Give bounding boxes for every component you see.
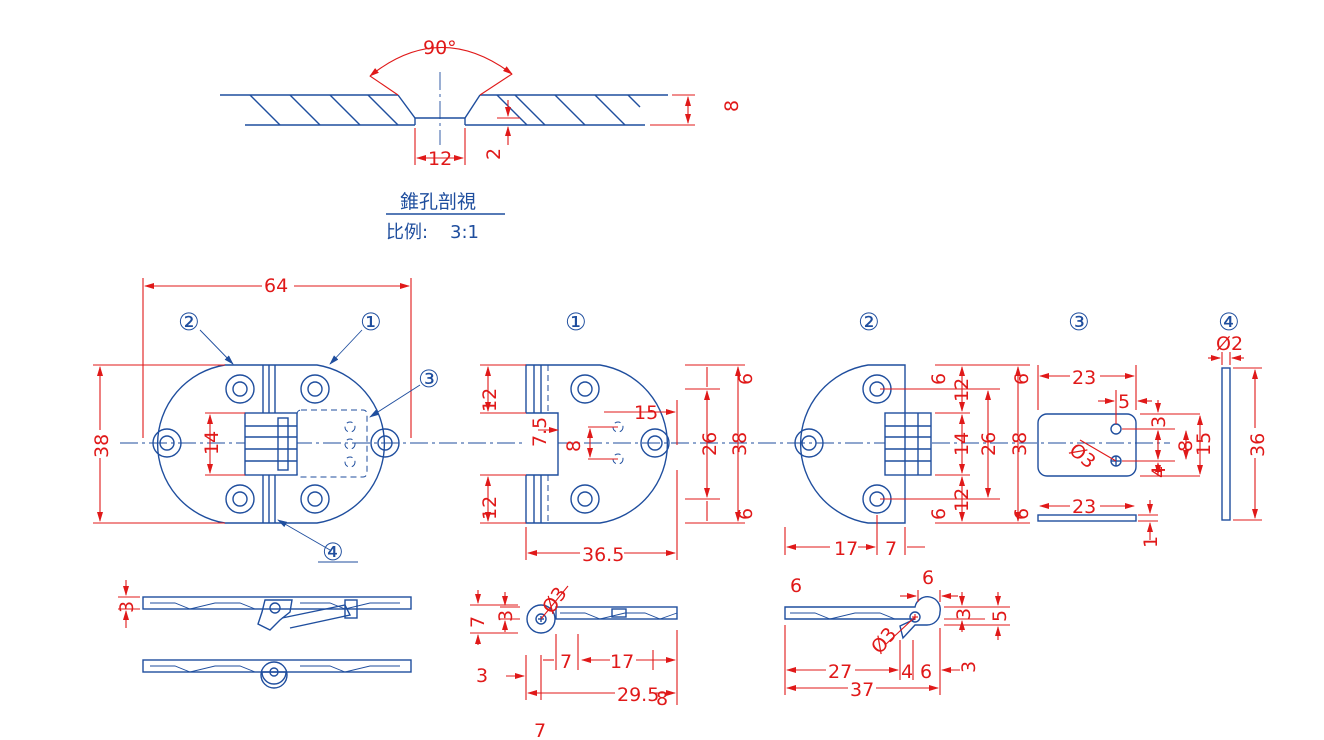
p4-len: 36	[1247, 433, 1269, 457]
p2-side-w6a: 6	[790, 575, 802, 597]
p1-side-e: 8	[656, 688, 668, 710]
p1-edge-bottom: 6	[735, 508, 757, 520]
asm-gap-label: 14	[201, 431, 223, 455]
cb-width-label: 12	[428, 148, 452, 170]
p2-h38: 38	[1009, 432, 1031, 456]
part3-view: ③ Ø3 23 5 3 4 8 15 23	[1037, 308, 1215, 548]
p1-side-w3: 3	[495, 610, 517, 622]
p3-thk1: 1	[1140, 536, 1162, 548]
p1-side-d: 29.5	[617, 684, 659, 706]
assembly-front-view: 64 38 14 ② ① ③ ④	[86, 273, 440, 566]
part2-front-view: ② 12 14 12 26 38 6 6 6 6	[784, 308, 1033, 560]
p2-side-w37: 37	[850, 679, 874, 701]
assembly-side-views: 3	[116, 580, 412, 689]
p3-w23b: 23	[1072, 496, 1096, 518]
part2-balloon: ②	[858, 308, 880, 336]
part1-front-view: ① 12 12 7.5 8 15	[479, 308, 757, 566]
p2-h26: 26	[978, 432, 1000, 456]
scale-label: 比例:	[386, 222, 428, 243]
p3-hole: Ø3	[1065, 439, 1100, 473]
p2-edge-top: 6	[928, 373, 950, 385]
part1-side-view: Ø3 7 3 3 7 17 29.5 8 7	[467, 583, 678, 740]
section-hatch	[249, 94, 641, 126]
p1-width: 36.5	[582, 544, 624, 566]
p1-pin-left: 7.5	[529, 417, 551, 447]
p1-hole-offset: 15	[634, 402, 658, 424]
p2-side-thk3b: 3	[958, 661, 980, 673]
p1-side-f: 7	[534, 720, 546, 740]
cb-depth-label: 2	[483, 148, 505, 160]
asm-balloon-3: ③	[418, 365, 440, 393]
p3-w23: 23	[1072, 367, 1096, 389]
asm-height-label: 38	[91, 434, 113, 458]
p1-h26: 26	[699, 432, 721, 456]
p1-top12: 12	[479, 388, 501, 412]
p3-v4: 4	[1148, 466, 1170, 478]
p3-v8: 8	[1175, 440, 1197, 452]
p1-pin-small: 8	[563, 440, 585, 452]
p3-v3: 3	[1148, 416, 1170, 428]
part4-view: ④ Ø2 36	[1208, 308, 1269, 521]
p2-edge-bottom-r: 6	[1011, 508, 1033, 520]
p1-side-h7: 7	[467, 616, 489, 628]
p1-edge-top: 6	[735, 373, 757, 385]
p3-hole-off: 5	[1118, 391, 1130, 413]
asm-balloon-4: ④	[322, 538, 344, 566]
p2-mid14: 14	[951, 432, 973, 456]
asm-width-label: 64	[264, 275, 288, 297]
part2-side-view: 6 Ø3 6 3 5 27 4 6 3 37	[784, 567, 1011, 701]
asm-balloon-2: ②	[178, 308, 200, 336]
p4-dia: Ø2	[1216, 333, 1243, 355]
p2-bottom12: 12	[951, 488, 973, 512]
p1-h38: 38	[729, 432, 751, 456]
p1-bottom12: 12	[479, 496, 501, 520]
p2-edge-top-r: 6	[1011, 373, 1033, 385]
countersink-section: 90° 8 12 2 錐孔剖視 比例: 3:1	[220, 37, 743, 243]
asm-side-thk: 3	[116, 601, 138, 613]
scale-value: 3:1	[450, 222, 479, 243]
part1-balloon: ①	[565, 308, 587, 336]
p1-side-c: 17	[610, 651, 634, 673]
depth-label: 8	[721, 100, 743, 112]
p2-side-w27: 27	[828, 661, 852, 683]
angle-label: 90°	[423, 37, 457, 59]
p2-edge-bottom: 6	[928, 508, 950, 520]
p1-side-b: 7	[560, 651, 572, 673]
p3-v15: 15	[1193, 432, 1215, 456]
p2-side-thk3: 3	[953, 608, 975, 620]
p2-w7: 7	[885, 538, 897, 560]
section-title: 錐孔剖視	[400, 191, 476, 213]
p2-w17: 17	[834, 538, 858, 560]
p1-side-a: 3	[476, 665, 488, 687]
p2-side-h5: 5	[989, 610, 1011, 622]
p2-side-w6b: 6	[922, 567, 934, 589]
p2-side-w4: 4	[901, 661, 913, 683]
p2-side-hole: Ø3	[867, 623, 901, 658]
part4-balloon: ④	[1218, 308, 1240, 336]
p2-top12: 12	[951, 378, 973, 402]
asm-balloon-1: ①	[360, 308, 382, 336]
part3-balloon: ③	[1068, 308, 1090, 336]
p2-side-w6c: 6	[920, 661, 932, 683]
